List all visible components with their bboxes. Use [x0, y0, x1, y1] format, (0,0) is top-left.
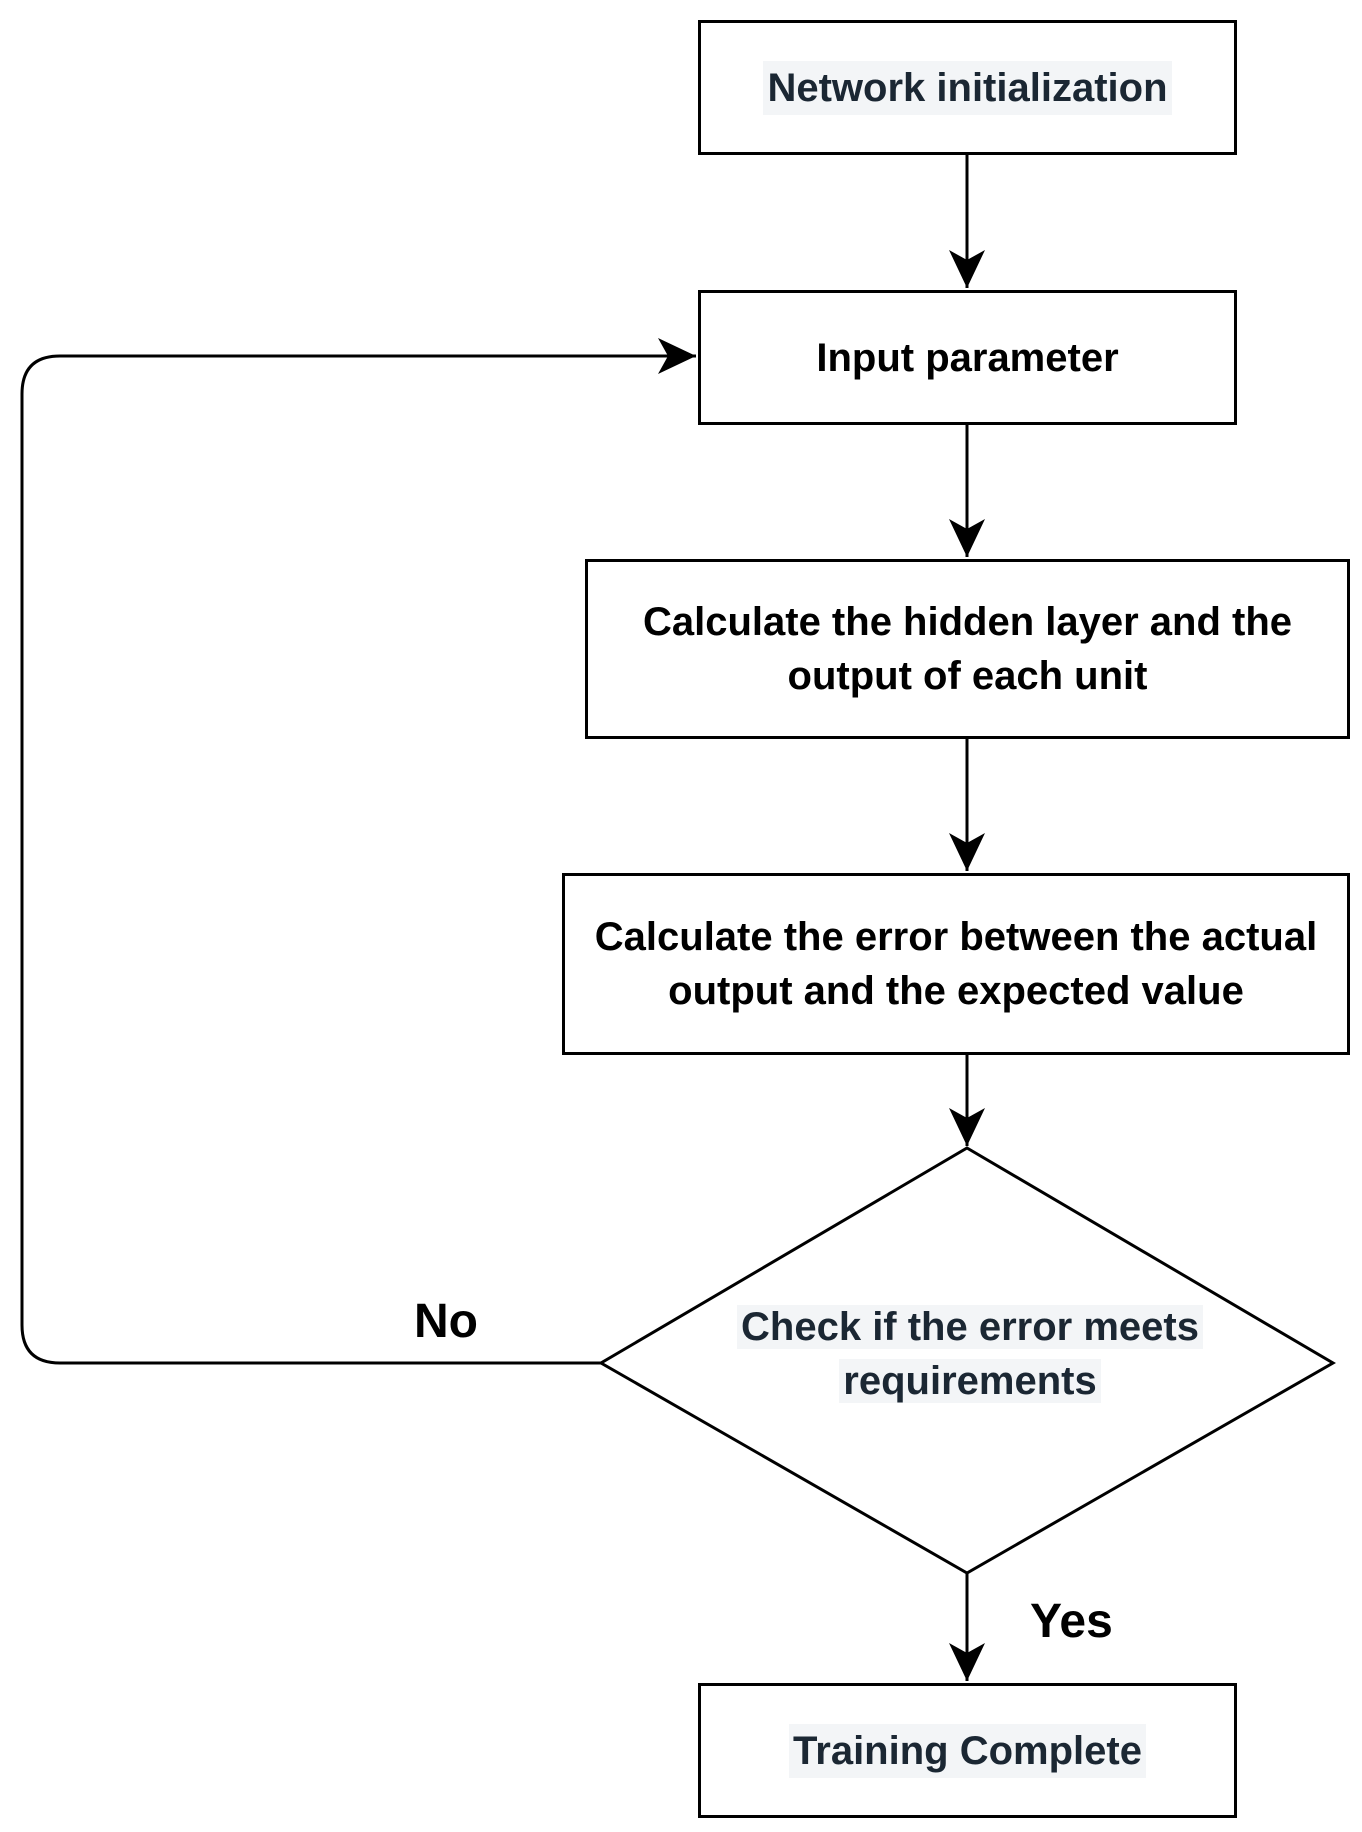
node-label: Training Complete — [789, 1723, 1146, 1778]
node-input-parameter: Input parameter — [698, 290, 1237, 425]
node-label: Input parameter — [816, 335, 1119, 380]
node-label: Calculate the hidden layer and the outpu… — [642, 600, 1293, 698]
node-label: Network initialization — [763, 60, 1172, 115]
node-training-complete: Training Complete — [698, 1683, 1237, 1818]
node-network-initialization: Network initialization — [698, 20, 1237, 155]
decision-label: Check if the error meets requirements — [650, 1300, 1290, 1408]
node-label: Calculate the error between the actual o… — [594, 915, 1318, 1013]
edge-n5-n2-no — [20, 338, 696, 1365]
decision-label-line-1: Check if the error meets — [737, 1305, 1203, 1349]
node-calculate-hidden-layer: Calculate the hidden layer and the outpu… — [585, 559, 1350, 739]
decision-label-line-2: requirements — [839, 1359, 1101, 1403]
edge-label-yes: Yes — [1030, 1595, 1113, 1648]
edge-label-no: No — [414, 1295, 478, 1348]
node-calculate-error: Calculate the error between the actual o… — [562, 873, 1350, 1055]
